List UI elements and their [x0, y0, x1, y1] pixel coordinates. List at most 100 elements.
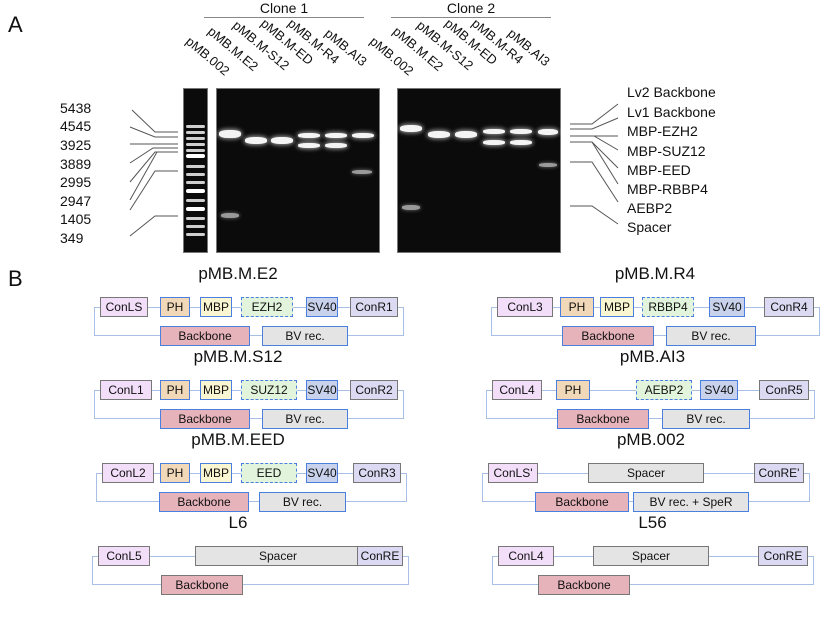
- construct-title: pMB.M.EED: [191, 430, 285, 449]
- part-mbp: MBP: [200, 380, 232, 400]
- fragment-label: MBP-EZH2: [627, 123, 698, 139]
- part-ph: PH: [160, 380, 190, 400]
- part-gene: SUZ12: [241, 380, 297, 400]
- part-ph: PH: [556, 380, 590, 400]
- part-sv40: SV40: [709, 297, 745, 317]
- ladder-size-label: 1405: [60, 211, 92, 227]
- construct-title: pMB.M.E2: [198, 264, 278, 283]
- right-connector: ConR2: [350, 380, 398, 400]
- part-bvrec: BV rec.: [262, 326, 348, 346]
- connector-loop: [492, 556, 814, 585]
- ladder-size-label: 2995: [60, 174, 92, 190]
- fragment-label: Lv1 Backbone: [627, 104, 716, 120]
- construct-title: L56: [638, 513, 667, 532]
- gel-band: [455, 131, 477, 138]
- fragment-label: AEBP2: [627, 200, 673, 216]
- gel-band: [352, 170, 372, 174]
- part-bvrec: BV rec.: [262, 409, 348, 429]
- left-connector: ConL4: [498, 546, 554, 566]
- part-ph: PH: [160, 297, 190, 317]
- part-spacer: Spacer: [588, 463, 704, 483]
- part-bvrec: BV rec.: [259, 492, 346, 512]
- ladder-lane: [183, 88, 208, 253]
- gel-band: [402, 205, 420, 210]
- right-connector: ConR3: [353, 463, 401, 483]
- gel-band: [352, 133, 374, 138]
- left-connector: ConL4: [492, 380, 542, 400]
- part-backbone: Backbone: [557, 409, 649, 429]
- fragment-label: Spacer: [627, 219, 672, 235]
- construct-title: pMB.002: [616, 430, 686, 449]
- right-connector: ConRE': [754, 463, 804, 483]
- gel-band: [428, 131, 450, 138]
- gel-band: [510, 140, 532, 145]
- clone-2-bracket: [391, 17, 551, 18]
- gel-band: [539, 163, 557, 167]
- right-connector: ConRE: [758, 546, 808, 566]
- part-backbone: Backbone: [535, 492, 629, 512]
- right-connector: ConR1: [350, 297, 398, 317]
- gel-clone-1: [216, 88, 380, 253]
- ladder-size-label: 2947: [60, 193, 92, 209]
- part-bvrec: BV rec. + SpeR: [633, 492, 749, 512]
- left-connector: ConLS': [488, 463, 538, 483]
- part-backbone: Backbone: [161, 575, 243, 595]
- fragment-label: MBP-SUZ12: [627, 143, 706, 159]
- ladder-size-label: 5438: [60, 100, 92, 116]
- construct-title: pMB.M.S12: [193, 347, 283, 366]
- gel-band: [221, 213, 239, 218]
- part-spacer: Spacer: [195, 546, 361, 566]
- part-gene: EED: [241, 463, 297, 483]
- gel-band: [271, 137, 293, 144]
- left-connector: ConLS: [100, 297, 148, 317]
- part-sv40: SV40: [306, 380, 338, 400]
- construct-title: pMB.M.R4: [614, 264, 696, 283]
- construct-title: L6: [228, 513, 248, 532]
- ladder-size-label: 349: [60, 230, 84, 246]
- part-sv40: SV40: [306, 297, 338, 317]
- part-bvrec: BV rec.: [666, 326, 756, 346]
- construct-title: pMB.AI3: [619, 347, 686, 366]
- part-gene: AEBP2: [636, 380, 692, 400]
- part-gene: RBBP4: [642, 297, 694, 317]
- part-backbone: Backbone: [160, 326, 250, 346]
- ladder-size-label: 3889: [60, 156, 92, 172]
- fragment-label: Lv2 Backbone: [627, 84, 716, 100]
- connector-loop: [96, 473, 407, 502]
- part-spacer: Spacer: [593, 546, 709, 566]
- part-backbone: Backbone: [562, 326, 654, 346]
- panel-b-label: B: [8, 266, 23, 291]
- part-ph: PH: [160, 463, 190, 483]
- gel-band: [483, 129, 505, 134]
- part-backbone: Backbone: [160, 409, 250, 429]
- fragment-label: MBP-EED: [627, 162, 691, 178]
- gel-clone-2: [397, 88, 561, 253]
- gel-band: [510, 129, 532, 134]
- left-connector: ConL2: [102, 463, 154, 483]
- part-bvrec: BV rec.: [662, 409, 750, 429]
- part-sv40: SV40: [306, 463, 338, 483]
- gel-band: [538, 129, 558, 135]
- left-connector: ConL1: [100, 380, 152, 400]
- part-mbp: MBP: [200, 297, 232, 317]
- ladder-size-label: 3925: [60, 137, 92, 153]
- left-connector: ConL5: [98, 546, 150, 566]
- part-sv40: SV40: [700, 380, 738, 400]
- gel-band: [325, 133, 347, 138]
- right-connector: ConR5: [759, 380, 809, 400]
- left-connector: ConL3: [497, 297, 553, 317]
- connector-loop: [486, 390, 815, 419]
- gel-band: [245, 137, 267, 144]
- right-connector: ConRE: [357, 546, 403, 566]
- clone-1-label: Clone 1: [259, 0, 309, 16]
- panel-a-label: A: [8, 12, 23, 37]
- fragment-label: MBP-RBBP4: [627, 181, 708, 197]
- ladder-size-label: 4545: [60, 118, 92, 134]
- gel-band: [219, 130, 241, 138]
- right-connector: ConR4: [764, 297, 814, 317]
- clone-2-label: Clone 2: [446, 0, 496, 16]
- part-backbone: Backbone: [538, 575, 630, 595]
- connector-loop: [92, 556, 409, 585]
- clone-1-bracket: [204, 17, 364, 18]
- gel-band: [400, 125, 422, 132]
